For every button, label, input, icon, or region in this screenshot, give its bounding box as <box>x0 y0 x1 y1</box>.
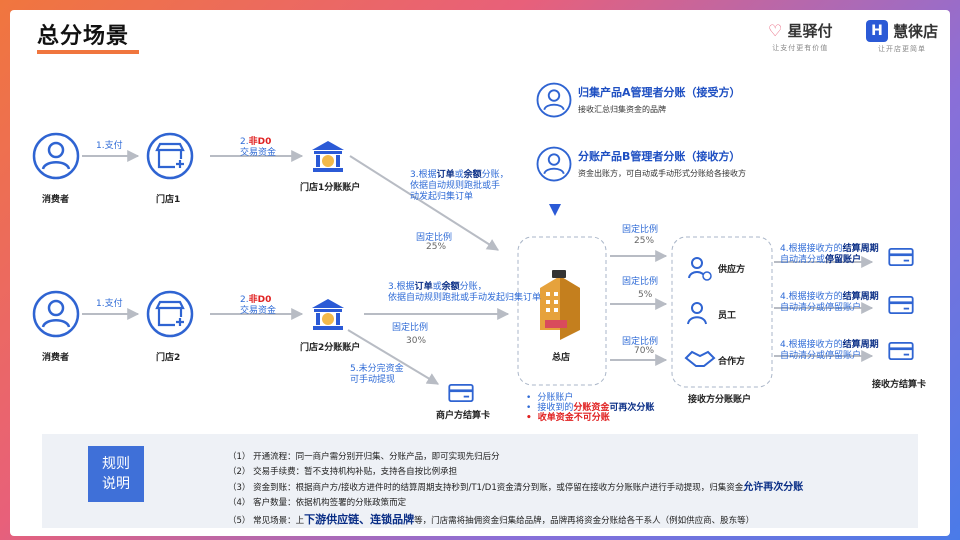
fixed-ratio-5-label: 固定比例 <box>622 337 659 347</box>
step4-1-label: 4.根据接收方的结算周期 自动清分或停留账户 <box>780 244 879 265</box>
brand-slogan-2: 让开店更简单 <box>878 45 927 53</box>
step4-3-label: 4.根据接收方的结算周期 自动清分或停留账户 <box>780 340 879 361</box>
role-b-title: 分账产品B管理者分账（接收方） <box>578 150 741 163</box>
pay-2-label: 1.支付 <box>96 299 123 309</box>
role-a-desc: 接收汇总归集资金的品牌 <box>578 105 666 114</box>
merchant-card-label: 商户方结算卡 <box>436 411 491 421</box>
trade-funds-2-label: 交易资金 <box>240 306 277 316</box>
hq-bullet-3: 收单资金不可分账 <box>526 413 654 423</box>
brand-slogan-1: 让支付更有价值 <box>772 44 829 52</box>
bank-2-icon <box>312 299 344 330</box>
ratio-70-label: 70% <box>634 346 655 356</box>
huilaidian-logo-icon: H <box>866 20 888 42</box>
consumer-2-icon <box>32 290 80 338</box>
trade-funds-1-label: 交易资金 <box>240 148 277 158</box>
brand-name-1: 星驿付 <box>787 22 833 40</box>
xingyifu-logo-icon: ♡ <box>768 21 783 40</box>
bank-1-icon <box>312 141 344 172</box>
receiver-card-3-icon <box>888 342 914 360</box>
staff-label: 员工 <box>718 311 737 321</box>
pay-1-label: 1.支付 <box>96 141 123 151</box>
ratio-5-label: 5% <box>638 290 653 300</box>
store-2-label: 门店2 <box>156 353 181 363</box>
store-1-label: 门店1 <box>156 195 181 205</box>
partner-label: 合作方 <box>718 357 746 367</box>
handshake-icon <box>684 350 716 367</box>
consumer-1-label: 消费者 <box>42 195 70 205</box>
role-a-icon <box>536 82 572 118</box>
step3-2-label: 3.根据订单或余额分账， 依据自动规则跑批或手动发起归集订单 <box>388 282 542 303</box>
rule-1: （1） 开通流程：同一商户需分别开归集、分账产品，即可实现先归后分 <box>228 452 500 462</box>
receiver-card-label: 接收方结算卡 <box>872 380 927 390</box>
ratio-25-store-label: 25% <box>426 242 447 252</box>
hq-label: 总店 <box>552 353 571 363</box>
step5-label: 5.未分完资金 可手动提现 <box>350 364 404 385</box>
receiver-card-1-icon <box>888 248 914 266</box>
merchant-card-icon <box>448 384 474 402</box>
rule-4: （4） 客户数量：依据机构签署的分账政策而定 <box>228 498 407 508</box>
receiver-card-2-icon <box>888 296 914 314</box>
consumer-1-icon <box>32 132 80 180</box>
page-title: 总分场景 <box>37 24 130 49</box>
role-b-desc: 资金出账方，可自动或手动形式分账给各接收方 <box>578 169 746 178</box>
title-underline <box>37 50 139 54</box>
step3-1-label: 3.根据订单或余额分账， 依据自动规则跑批或手 动发起归集订单 <box>410 170 509 202</box>
brand-huilaidian: H 慧徕店 让开店更简单 <box>866 20 938 54</box>
store-2-account-label: 门店2分账账户 <box>300 343 361 353</box>
receiver-account-label: 接收方分账账户 <box>688 395 752 405</box>
brand-name-2: 慧徕店 <box>893 22 939 41</box>
fixed-ratio-2-label: 固定比例 <box>392 323 429 333</box>
arrow-collect-1 <box>349 155 500 251</box>
brand-xingyifu: ♡ 星驿付 让支付更有价值 <box>768 20 832 53</box>
fixed-ratio-1-label: 固定比例 <box>416 233 453 243</box>
receiver-group-box <box>671 236 773 388</box>
ratio-25-label: 25% <box>634 236 655 246</box>
step4-2-label: 4.根据接收方的结算周期 自动清分或停留账户 <box>780 292 879 313</box>
hq-group-box <box>517 236 607 386</box>
rules-panel <box>42 434 918 528</box>
non-d0-1-label: 2.非D0 <box>240 137 272 147</box>
fixed-ratio-4-label: 固定比例 <box>622 277 659 287</box>
hq-bullets: 分账账户 接收到的分账资金可再次分账 收单资金不可分账 <box>526 393 654 423</box>
role-b-icon <box>536 146 572 182</box>
rule-5: （5） 常见场景：上下游供应链、连锁品牌等，门店需将抽佣资金归集给品牌，品牌再将… <box>228 513 755 526</box>
supplier-icon <box>688 257 712 281</box>
hq-bullet-2: 接收到的分账资金可再次分账 <box>526 403 654 413</box>
store-1-icon <box>146 132 194 180</box>
rule-2: （2） 交易手续费：暂不支持机构补贴，支持各自按比例承担 <box>228 467 458 477</box>
rules-badge: 规则 说明 <box>88 446 144 502</box>
staff-icon <box>687 302 707 325</box>
ratio-30-label: 30% <box>406 336 427 346</box>
non-d0-2-label: 2.非D0 <box>240 295 272 305</box>
consumer-2-label: 消费者 <box>42 353 70 363</box>
store-2-icon <box>146 290 194 338</box>
supplier-label: 供应方 <box>718 265 746 275</box>
store-1-account-label: 门店1分账账户 <box>300 183 361 193</box>
rule-3: （3） 资金到账：根据商户方/接收方进件时的结算周期支持秒到/T1/D1资金清分… <box>228 482 804 493</box>
hq-bullet-1: 分账账户 <box>526 393 654 403</box>
hq-building-icon <box>540 270 580 340</box>
down-triangle-icon <box>549 204 561 216</box>
fixed-ratio-3-label: 固定比例 <box>622 225 659 235</box>
arrow-withdraw <box>347 329 440 385</box>
role-a-title: 归集产品A管理者分账（接受方） <box>578 86 741 99</box>
